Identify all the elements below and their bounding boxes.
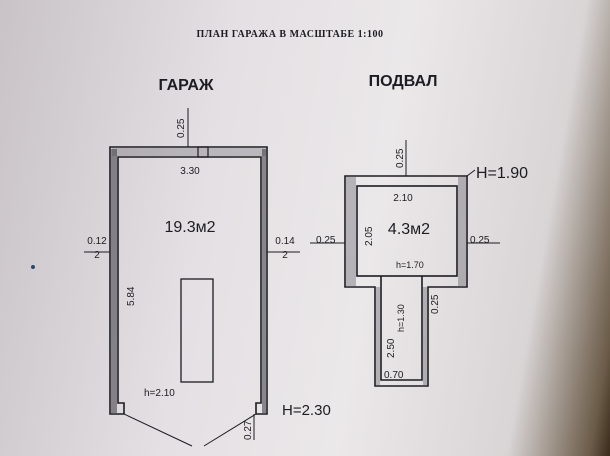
- garage-right-wall-denominator: 2: [282, 250, 288, 261]
- basement-top-wall-label: 0.25: [395, 148, 406, 168]
- garage-front-wall-label: 0.27: [243, 420, 254, 440]
- garage-top-wall-label: 0.25: [176, 118, 187, 138]
- basement-inner-length-label: 2.05: [364, 226, 375, 246]
- passage-length-label: 2.50: [386, 338, 397, 358]
- garage-inner-width-label: 3.30: [180, 166, 200, 177]
- passage-wall-label: 0.25: [430, 294, 441, 314]
- garage-area-label: 19.3м2: [164, 219, 215, 236]
- garage-inspection-pit: [180, 278, 214, 383]
- garage-walls: [109, 146, 268, 415]
- garage-left-wall-label: 0.12: [87, 236, 107, 247]
- garage-gate-lines: [123, 413, 257, 447]
- basement-dimension-lines: [310, 140, 500, 312]
- garage-wall-hatching: [111, 148, 266, 413]
- ink-dot: [31, 265, 35, 269]
- basement-right-wall-label: 0.25: [470, 235, 490, 246]
- garage-heading: ГАРАЖ: [159, 77, 214, 94]
- basement-area-label: 4.3м2: [388, 221, 430, 238]
- basement-left-wall-label: 0.25: [316, 235, 336, 246]
- garage-ceiling-height-label: h=2.10: [144, 388, 175, 399]
- garage-vent-mark: [197, 146, 209, 158]
- basement-total-height-label: H=1.90: [476, 165, 528, 182]
- garage-left-wall-denominator: 2: [94, 250, 100, 261]
- plan-title: ПЛАН ГАРАЖА В МАСШТАБЕ 1:100: [197, 29, 384, 40]
- basement-inner-width-label: 2.10: [393, 193, 413, 204]
- basement-walls: [344, 175, 468, 387]
- passage-height-label: h=1.30: [396, 304, 406, 332]
- basement-heading: ПОДВАЛ: [369, 73, 438, 90]
- garage-dimension-lines: [84, 108, 300, 440]
- garage-inner-length-label: 5.84: [126, 286, 137, 306]
- garage-total-height-label: H=2.30: [282, 402, 331, 419]
- basement-wall-hatching: [346, 177, 466, 385]
- garage-right-wall-label: 0.14: [275, 236, 295, 247]
- basement-ceiling-height-label: h=1.70: [396, 260, 424, 270]
- passage-width-label: 0.70: [384, 370, 404, 381]
